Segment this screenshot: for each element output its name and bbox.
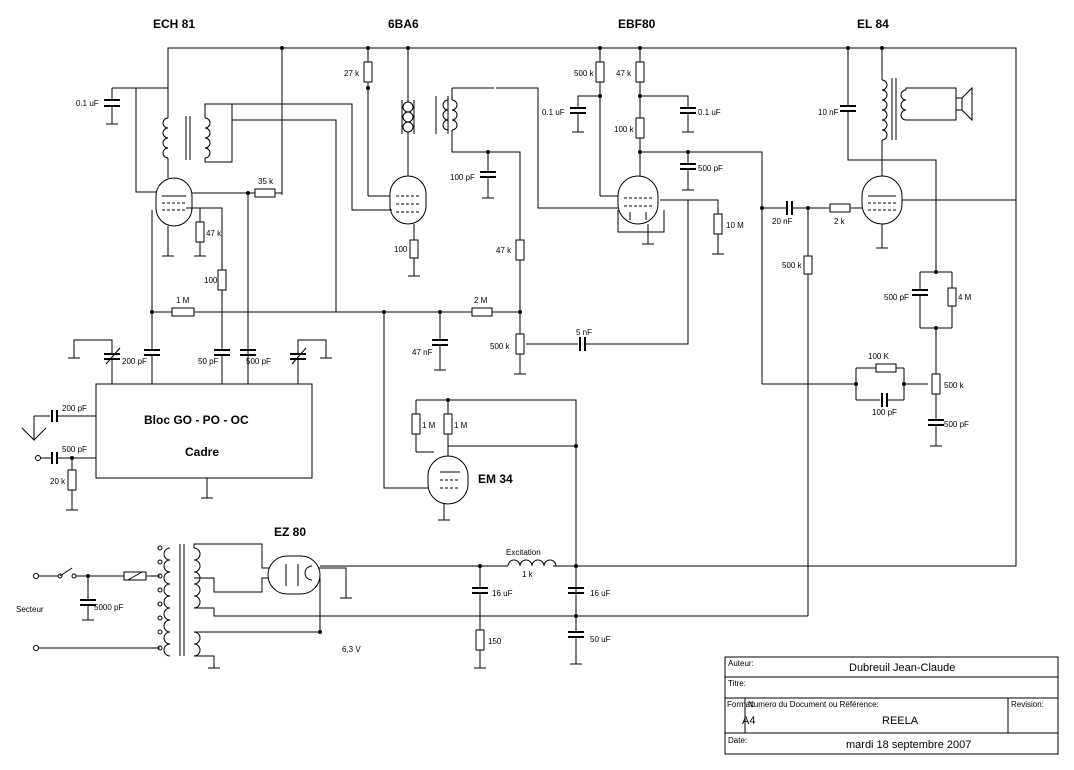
mains-switch-icon [57, 573, 63, 579]
tb-auteur: Dubreuil Jean-Claude [849, 662, 955, 674]
tube-label-6ba6: 6BA6 [388, 17, 419, 31]
bloc-caps: 200 pF 50 pF 500 pF [68, 339, 332, 384]
label-secteur: Secteur [16, 605, 44, 614]
label-r-1m-em-r: 1 M [454, 421, 468, 430]
label-c-100pf-if: 100 pF [450, 173, 475, 182]
label-r-10m: 10 M [726, 221, 744, 230]
label-r-47k-ech: 47 k [206, 229, 222, 238]
label-r-100K-tone: 100 K [868, 352, 890, 361]
label-r-47k-mid: 47 k [496, 246, 512, 255]
label-r-20k: 20 k [50, 477, 66, 486]
tube-label-el84: EL 84 [857, 17, 889, 31]
label-c-50pf: 50 pF [198, 357, 219, 366]
label-c-500pf-fb: 500 pF [884, 293, 909, 302]
tb-titre-label: Titre: [728, 679, 746, 688]
bloc-title: Bloc GO - PO - OC [144, 413, 249, 427]
label-r-35k: 35 k [258, 177, 274, 186]
label-r-100-6ba6: 100 [394, 245, 408, 254]
label-c-5nf: 5 nF [576, 328, 592, 337]
speaker-icon [961, 86, 973, 122]
tb-date: mardi 18 septembre 2007 [846, 739, 971, 751]
label-r-500k-el: 500 k [782, 261, 803, 270]
tb-doc-label: Numero du Document ou Référence: [748, 700, 879, 709]
label-pot-500k-vol: 500 k [490, 342, 511, 351]
antenna-inputs: 200 pF 500 pF 20 k [21, 404, 96, 511]
tb-doc: REELA [882, 715, 919, 727]
label-c-01uf-left: 0.1 uF [76, 99, 99, 108]
bloc-subtitle: Cadre [185, 445, 219, 459]
label-r-100k: 100 k [614, 125, 635, 134]
label-excitation: Excitation [506, 548, 541, 557]
label-c-100pf-tone: 100 pF [872, 408, 897, 417]
label-c-16uf-l: 16 uF [492, 589, 513, 598]
tb-format: A4 [742, 715, 755, 727]
tb-auteur-label: Auteur: [728, 659, 754, 668]
label-r-1m-em-l: 1 M [422, 421, 436, 430]
tb-revision-label: Revision: [1011, 700, 1044, 709]
if2-stage: 100 pF 47 k 2 M 47 nF 500 k 5 nF [382, 87, 689, 489]
label-v-63: 6,3 V [342, 645, 361, 654]
label-r-500k-top: 500 k [574, 69, 595, 78]
ez80-tube [267, 555, 321, 595]
ebf80-stage: 500 k 0.1 uF 47 k 0.1 uF 100 k 500 pF [542, 61, 763, 384]
label-r-1m: 1 M [176, 296, 190, 305]
bloc-go-po-oc: Bloc GO - PO - OC Cadre [95, 383, 313, 499]
6ba6-stage: 27 k 100 [232, 61, 427, 312]
label-c-500pf-ebf: 500 pF [698, 164, 723, 173]
label-c-16uf-r: 16 uF [590, 589, 611, 598]
label-c-200pf-ant: 200 pF [62, 404, 87, 413]
tb-date-label: Date: [728, 736, 747, 745]
label-r-2k: 2 k [834, 217, 846, 226]
label-c-20nf: 20 nF [772, 217, 793, 226]
tube-label-ebf80: EBF80 [618, 17, 656, 31]
label-c-200pf-tune: 200 pF [122, 357, 147, 366]
ech81-tube [155, 177, 193, 227]
tb-format-label: Format: [727, 700, 755, 709]
tube-label-ez80: EZ 80 [274, 525, 306, 539]
label-c-47nf: 47 nF [412, 348, 433, 357]
tube-label-em34: EM 34 [478, 472, 513, 486]
6ba6-tube [389, 175, 427, 225]
label-r-2m: 2 M [474, 296, 488, 305]
label-r-27k: 27 k [344, 69, 360, 78]
label-c-500pf-ant: 500 pF [62, 445, 87, 454]
label-c-5000pf: 5000 pF [94, 603, 123, 612]
ht-bus [112, 46, 1017, 567]
el84-stage: 20 nF 2 k 500 k 10 nF [760, 78, 1016, 616]
label-c-10nf: 10 nF [818, 108, 839, 117]
ech81-stage: 0.1 uF 35 k 47 k 100 [76, 88, 472, 384]
label-c-01uf-ebf-r: 0.1 uF [698, 108, 721, 117]
tube-label-ech81: ECH 81 [153, 17, 195, 31]
ebf80-tube [617, 175, 659, 225]
el84-tube [861, 175, 903, 225]
label-r-100-ech: 100 [204, 276, 218, 285]
label-c-500pf-tone: 500 pF [944, 420, 969, 429]
label-c-01uf-ebf-l: 0.1 uF [542, 108, 565, 117]
label-r-150: 150 [488, 637, 502, 646]
title-block: Auteur: Dubreuil Jean-Claude Titre: Form… [724, 656, 1059, 755]
power-supply: Secteur 5000 pF [16, 543, 808, 669]
em34-stage: 1 M 1 M [411, 398, 578, 592]
label-r-47k-ebf: 47 k [616, 69, 632, 78]
label-r-4m: 4 M [958, 293, 972, 302]
label-pot-500k-tone: 500 k [944, 381, 965, 390]
label-l-1k: 1 k [522, 570, 534, 579]
label-c-50uf: 50 uF [590, 635, 611, 644]
label-c-500pf-osc: 500 pF [246, 357, 271, 366]
